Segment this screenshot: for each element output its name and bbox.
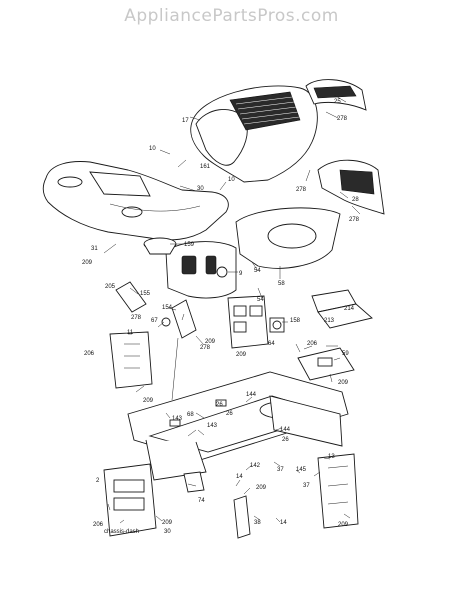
seat-pan[interactable]	[235, 207, 341, 269]
front-bumper[interactable]	[103, 463, 157, 537]
fender-pan[interactable]	[42, 161, 229, 241]
callout-278-lever: 278	[131, 315, 142, 321]
callout-59: 59	[342, 351, 349, 357]
callout-209-d: 209	[338, 380, 349, 386]
callout-161: 161	[200, 164, 211, 170]
grille-bottom[interactable]	[317, 159, 385, 215]
grille-top[interactable]	[305, 79, 367, 111]
callout-278-battery: 278	[200, 345, 211, 351]
callout-209-g: 209	[162, 520, 173, 526]
callout-159: 159	[184, 242, 195, 248]
callout-10-right: 10	[228, 177, 235, 183]
callout-209-h: 209	[338, 522, 349, 528]
callout-14-b: 14	[280, 520, 287, 526]
callout-144-a: 144	[246, 392, 257, 398]
callout-38: 38	[254, 520, 261, 526]
callout-17: 17	[182, 118, 189, 124]
callout-2: 2	[96, 478, 100, 484]
battery[interactable]	[311, 289, 373, 329]
callout-154: 154	[162, 305, 173, 311]
callout-28: 28	[352, 197, 359, 203]
battery-box[interactable]	[227, 295, 269, 349]
leader-lines	[103, 94, 361, 524]
callout-214: 214	[344, 306, 355, 312]
callout-158: 158	[290, 318, 301, 324]
diagram-caption: chassis-dash	[104, 529, 139, 535]
callout-26-c: 26	[282, 437, 289, 443]
lift-lever[interactable]	[115, 281, 197, 401]
callout-143-b: 143	[207, 423, 218, 429]
watermark: AppliancePartsPros.com	[124, 6, 339, 26]
callout-209-e: 209	[143, 398, 154, 404]
callout-206-b: 206	[307, 341, 318, 347]
callout-143-a: 143	[172, 416, 183, 422]
callout-209-c: 209	[236, 352, 247, 358]
callout-9: 9	[239, 271, 243, 277]
dash-console[interactable]	[165, 241, 237, 299]
callout-14-a: 14	[236, 474, 243, 480]
callout-206-a: 206	[84, 351, 95, 357]
callout-209-a: 209	[82, 260, 93, 266]
callout-74: 74	[198, 498, 205, 504]
callout-209-b: 209	[205, 339, 216, 345]
callout-278-grille-top: 278	[337, 116, 348, 122]
callout-11: 11	[127, 330, 134, 336]
hood[interactable]	[190, 85, 318, 183]
callout-25: 25	[334, 99, 341, 105]
callout-278-hood: 278	[296, 187, 307, 193]
callout-37-b: 37	[303, 483, 310, 489]
callout-144-b: 144	[280, 427, 291, 433]
callout-142: 142	[250, 463, 261, 469]
callout-54-a: 54	[254, 268, 261, 274]
callout-155: 155	[140, 291, 151, 297]
callout-26-b: 26	[226, 411, 233, 417]
ignition-switch[interactable]	[269, 317, 285, 333]
callout-54-b: 54	[257, 297, 264, 303]
callout-213: 213	[324, 318, 335, 324]
callout-205: 205	[105, 284, 116, 290]
callouts: 17 25 278 10 161 10 278 28 278 30 31 209…	[82, 99, 360, 535]
rear-plate-right[interactable]	[317, 453, 359, 529]
callout-278-grille-bottom: 278	[349, 217, 360, 223]
callout-30-caption: 30	[164, 529, 171, 535]
bracket-lower[interactable]	[183, 471, 251, 539]
callout-10-left: 10	[149, 146, 156, 152]
cup-holder[interactable]	[143, 237, 177, 255]
callout-37-a: 37	[277, 467, 284, 473]
callout-31: 31	[91, 246, 98, 252]
callout-26-a: 26	[216, 402, 223, 408]
callout-67: 67	[151, 318, 158, 324]
callout-13: 13	[328, 454, 335, 460]
callout-30: 30	[197, 186, 204, 192]
callout-58: 58	[278, 281, 285, 287]
chassis-frame[interactable]	[127, 371, 349, 481]
side-plate-left[interactable]	[109, 331, 153, 389]
callout-68: 68	[187, 412, 194, 418]
battery-plate[interactable]	[297, 347, 355, 381]
callout-209-f: 209	[256, 485, 267, 491]
callout-206-c: 206	[93, 522, 104, 528]
callout-145: 145	[296, 467, 307, 473]
callout-64: 64	[268, 341, 275, 347]
